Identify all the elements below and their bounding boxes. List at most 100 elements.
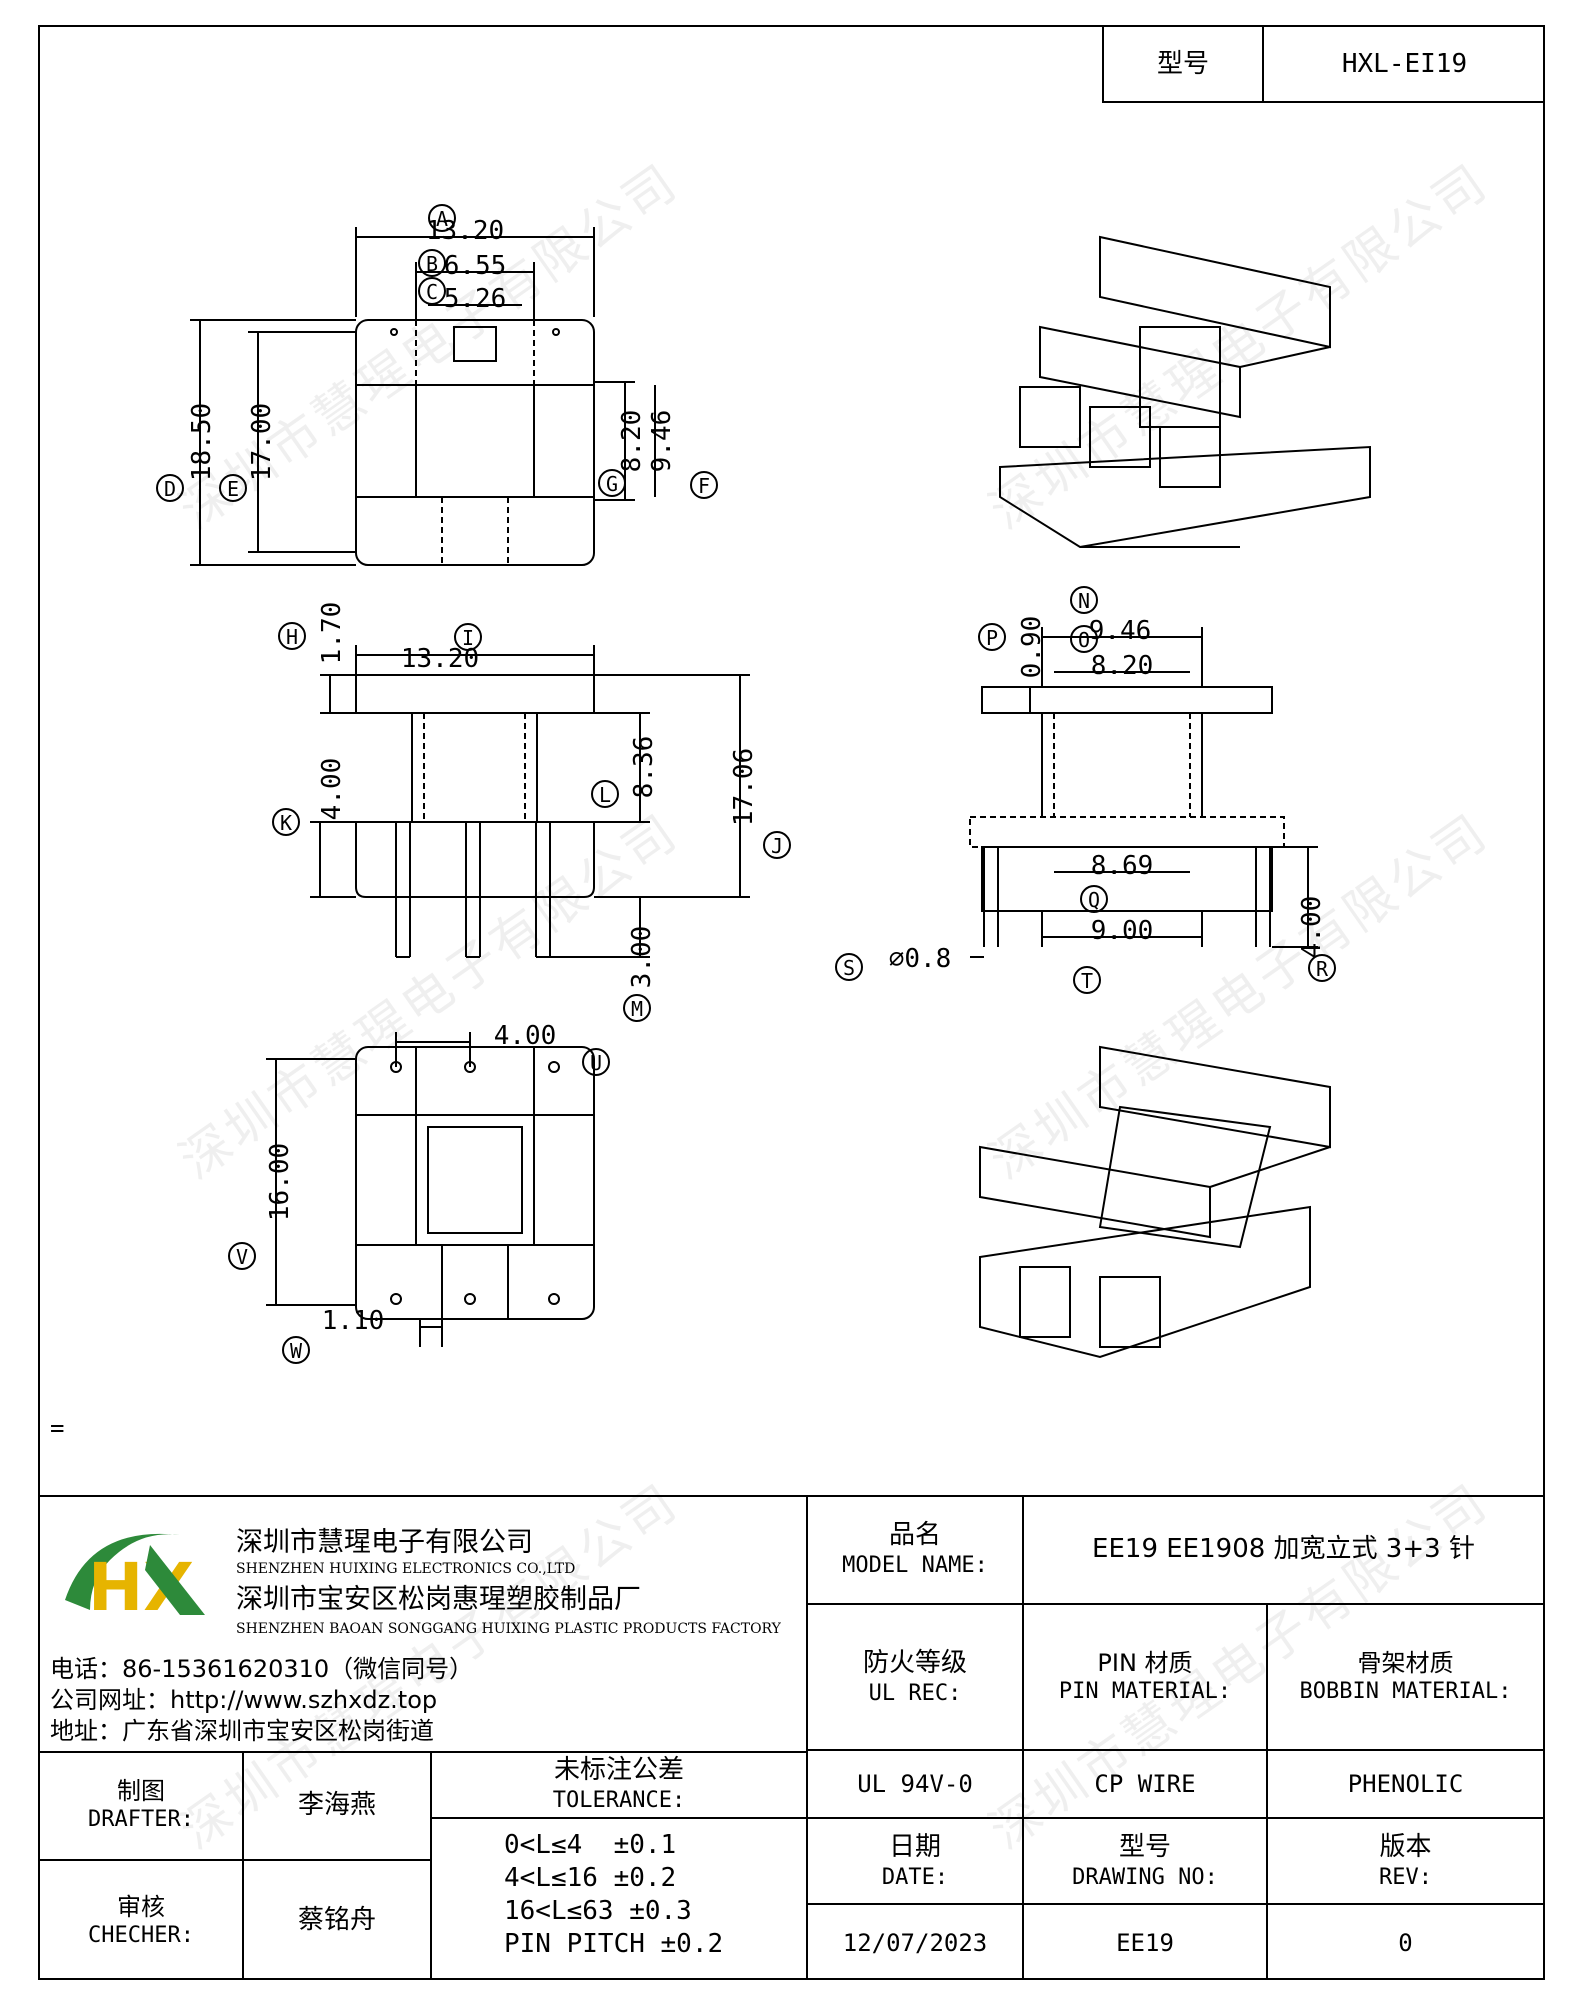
bobbin-material-cn: 骨架材质 (1357, 1649, 1454, 1678)
dim-j: 17.06 (729, 748, 759, 826)
ref-c: C (426, 280, 438, 304)
factory-name-en: SHENZHEN BAOAN SONGGANG HUIXING PLASTIC … (236, 1621, 781, 1637)
dim-g: 8.20 (617, 410, 647, 473)
drawing-sheet: 型号 HXL-EI19 深圳市慧瑆电子有限公司 深圳市慧瑆电子有限公司 深圳市慧… (38, 25, 1545, 1980)
title-block-top-line (40, 1495, 1543, 1497)
ul-rec-label: 防火等级 UL REC: (806, 1605, 1022, 1751)
dim-l: 8.36 (629, 736, 659, 799)
ref-k: K (280, 811, 292, 835)
date-label: 日期 DATE: (806, 1819, 1022, 1905)
checker-name: 蔡铭舟 (242, 1861, 430, 1980)
ref-e: E (227, 477, 239, 501)
ref-r: R (1316, 957, 1329, 981)
drawing-no-value: EE19 (1022, 1905, 1266, 1980)
pin-material-cn: PIN 材质 (1097, 1649, 1193, 1678)
dim-d: 18.50 (187, 403, 217, 481)
ul-rec-en: UL REC: (868, 1680, 962, 1706)
drawing-no-en: DRAWING NO: (1072, 1864, 1218, 1890)
rev-cn: 版本 (1379, 1832, 1432, 1862)
company-logo: HX (50, 1515, 220, 1626)
dim-q: 8.69 (1091, 851, 1154, 881)
dim-b: 6.55 (444, 251, 507, 281)
ref-p: P (986, 626, 998, 650)
tolerance-line: 16<L≤63 ±0.3 (504, 1896, 692, 1926)
drafter-label: 制图 DRAFTER: (40, 1751, 242, 1861)
isometric-view-top (999, 235, 1371, 549)
rev-en: REV: (1379, 1864, 1432, 1890)
drawing-no-label: 型号 DRAWING NO: (1022, 1819, 1266, 1905)
technical-drawing: 13.20 6.55 5.26 18.50 17.00 9.46 8.20 1.… (156, 204, 1371, 1364)
checker-en: CHECHER: (88, 1922, 194, 1948)
dim-t: 9.00 (1091, 916, 1154, 946)
rev-value: 0 (1266, 1905, 1543, 1980)
lower-block-line (40, 1751, 806, 1753)
rev-label: 版本 REV: (1266, 1819, 1543, 1905)
dim-k: 4.00 (317, 758, 347, 821)
dim-s: ⌀0.8 (889, 944, 952, 974)
ref-g: G (606, 472, 618, 496)
company-website: 公司网址：http://www.szhxdz.top (50, 1686, 438, 1714)
tolerance-label: 未标注公差 TOLERANCE: (430, 1751, 806, 1819)
model-name-value: EE19 EE1908 加宽立式 3+3 针 (1022, 1495, 1543, 1605)
dim-f: 9.46 (647, 410, 677, 473)
ref-j: J (771, 834, 783, 858)
pin-material-label: PIN 材质 PIN MATERIAL: (1022, 1605, 1266, 1751)
tolerance-line: PIN PITCH ±0.2 (504, 1929, 724, 1959)
drafter-cn: 制图 (117, 1777, 165, 1806)
ref-o: O (1078, 628, 1090, 652)
ref-q: Q (1088, 888, 1100, 912)
drafter-name: 李海燕 (242, 1751, 430, 1861)
ref-u: U (590, 1051, 602, 1075)
tolerance-values: 0<L≤4 ±0.1 4<L≤16 ±0.2 16<L≤63 ±0.3 PIN … (430, 1819, 806, 1980)
company-address: 地址：广东省深圳市宝安区松岗街道 (50, 1717, 434, 1745)
bottom-view (266, 1032, 595, 1347)
ref-a: A (436, 207, 448, 231)
drawing-no-cn: 型号 (1118, 1832, 1171, 1862)
side-view (969, 627, 1318, 958)
dim-e: 17.00 (247, 403, 277, 481)
ref-m: M (631, 997, 643, 1021)
ref-v: V (236, 1245, 248, 1269)
header-model-label: 型号 (1102, 27, 1262, 103)
date-value: 12/07/2023 (806, 1905, 1022, 1980)
isometric-view-bottom (979, 1045, 1331, 1359)
top-view (190, 227, 656, 566)
ref-f: F (698, 474, 710, 498)
dim-u: 4.00 (494, 1021, 557, 1051)
date-cn: 日期 (888, 1832, 941, 1862)
dim-c: 5.26 (444, 284, 507, 314)
model-name-en: MODEL NAME: (842, 1552, 988, 1578)
dim-p: 0.90 (1017, 616, 1047, 679)
bobbin-material-en: BOBBIN MATERIAL: (1299, 1679, 1512, 1705)
company-name-en: SHENZHEN HUIXING ELECTRONICS CO.,LTD (236, 1561, 576, 1577)
dim-h: 1.70 (317, 602, 347, 665)
ref-d: D (164, 477, 176, 501)
tolerance-cn: 未标注公差 (553, 1755, 684, 1785)
model-name-label: 品名 MODEL NAME: (806, 1495, 1022, 1605)
note-mark: = (50, 1414, 65, 1442)
ul-rec-cn: 防火等级 (862, 1648, 967, 1678)
ref-b: B (426, 252, 438, 276)
checker-label: 审核 CHECHER: (40, 1861, 242, 1980)
dim-w: 1.10 (322, 1306, 385, 1336)
tolerance-line: 0<L≤4 ±0.1 (504, 1830, 677, 1860)
company-name-cn: 深圳市慧瑆电子有限公司 (236, 1527, 533, 1558)
pin-material-en: PIN MATERIAL: (1058, 1679, 1232, 1705)
date-en: DATE: (881, 1864, 949, 1890)
bobbin-material-label: 骨架材质 BOBBIN MATERIAL: (1266, 1605, 1543, 1751)
company-phone: 电话：86-15361620310（微信同号） (50, 1655, 474, 1683)
bobbin-material-value: PHENOLIC (1266, 1751, 1543, 1819)
factory-name-cn: 深圳市宝安区松岗惠瑆塑胶制品厂 (236, 1584, 641, 1615)
tolerance-en: TOLERANCE: (552, 1787, 686, 1813)
ref-h: H (286, 625, 298, 649)
drafter-en: DRAFTER: (88, 1807, 194, 1833)
model-name-cn: 品名 (888, 1520, 941, 1550)
checker-cn: 审核 (117, 1892, 165, 1921)
ref-w: W (290, 1339, 303, 1363)
ref-s: S (843, 956, 855, 980)
ref-t: T (1081, 969, 1093, 993)
dim-v: 16.00 (265, 1143, 295, 1221)
dim-o: 8.20 (1091, 651, 1154, 681)
ref-l: L (599, 783, 611, 807)
dim-n: 9.46 (1089, 616, 1152, 646)
